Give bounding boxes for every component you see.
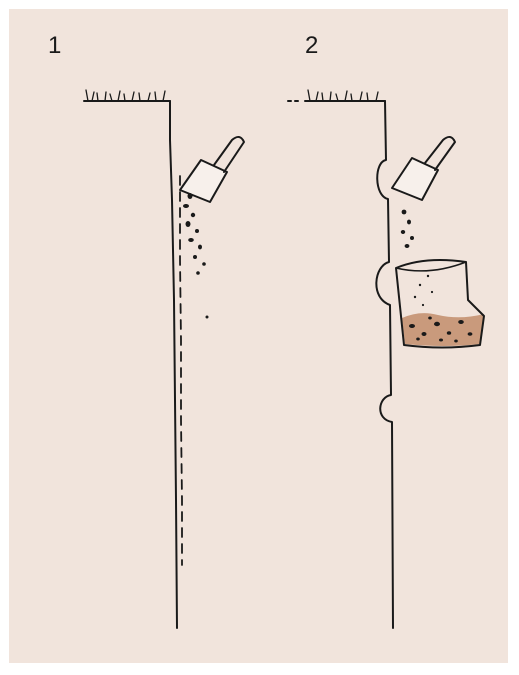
profile-wall-2 xyxy=(376,101,393,628)
sample-bag-soil xyxy=(402,313,484,346)
profile-wall-1 xyxy=(170,101,177,628)
trowel-icon xyxy=(180,137,244,202)
sample-bag-falling-grains xyxy=(414,275,433,306)
falling-soil-particles-1 xyxy=(183,193,209,319)
grass-tufts-2 xyxy=(308,90,378,101)
sample-bag-icon xyxy=(396,260,484,348)
falling-soil-particles-2 xyxy=(401,210,414,248)
panel-2-profile xyxy=(288,90,484,628)
cleaned-surface-line-1 xyxy=(180,176,182,565)
trowel-icon-2 xyxy=(392,137,455,200)
panel-1-profile xyxy=(84,90,244,628)
grass-tufts-1 xyxy=(86,90,165,101)
